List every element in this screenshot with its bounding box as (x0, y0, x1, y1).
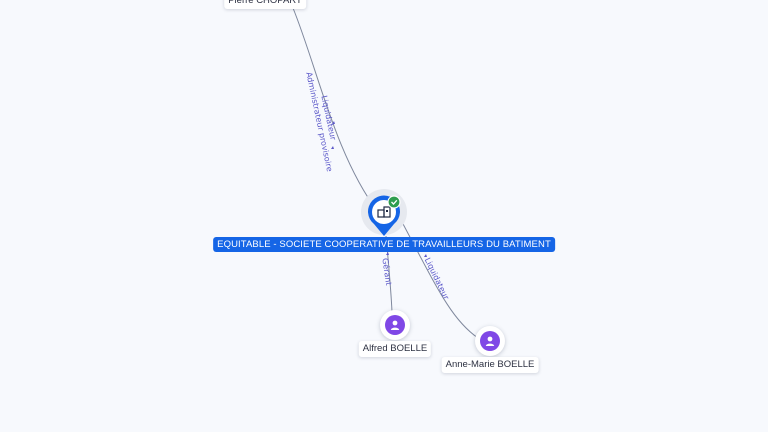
edge-label-group-anne-marie: Liquidateur (423, 256, 451, 301)
edge-label-group-alfred: Gérant (380, 257, 394, 286)
edge-label-group-pierre: Liquidateur Administrateur provisoire (304, 71, 338, 172)
building-icon (377, 206, 391, 218)
person-label-anne-marie-boelle[interactable]: Anne-Marie BOELLE (441, 357, 539, 373)
person-node-anne-marie-boelle[interactable] (475, 326, 505, 356)
edge-arrow-pierre (332, 121, 335, 124)
edge-arrow-anne-marie (424, 254, 427, 257)
person-label-alfred-boelle[interactable]: Alfred BOELLE (358, 341, 432, 357)
person-icon (480, 331, 500, 351)
company-label[interactable]: EQUITABLE - SOCIETE COOPERATIVE DE TRAVA… (213, 237, 555, 252)
company-node[interactable] (361, 189, 407, 236)
check-circle-icon (387, 195, 401, 209)
edge-arrow-pierre-2 (331, 146, 334, 149)
edge-pierre-chopart (292, 7, 379, 213)
edge-arrow-alfred (386, 252, 389, 255)
edge-label-gerant: Gérant (380, 257, 394, 286)
person-node-alfred-boelle[interactable] (380, 310, 410, 340)
edge-label-liquidateur-2: Liquidateur (423, 256, 451, 301)
person-label-pierre-chopart[interactable]: Pierre CHOPART (224, 0, 306, 9)
person-icon (385, 315, 405, 335)
